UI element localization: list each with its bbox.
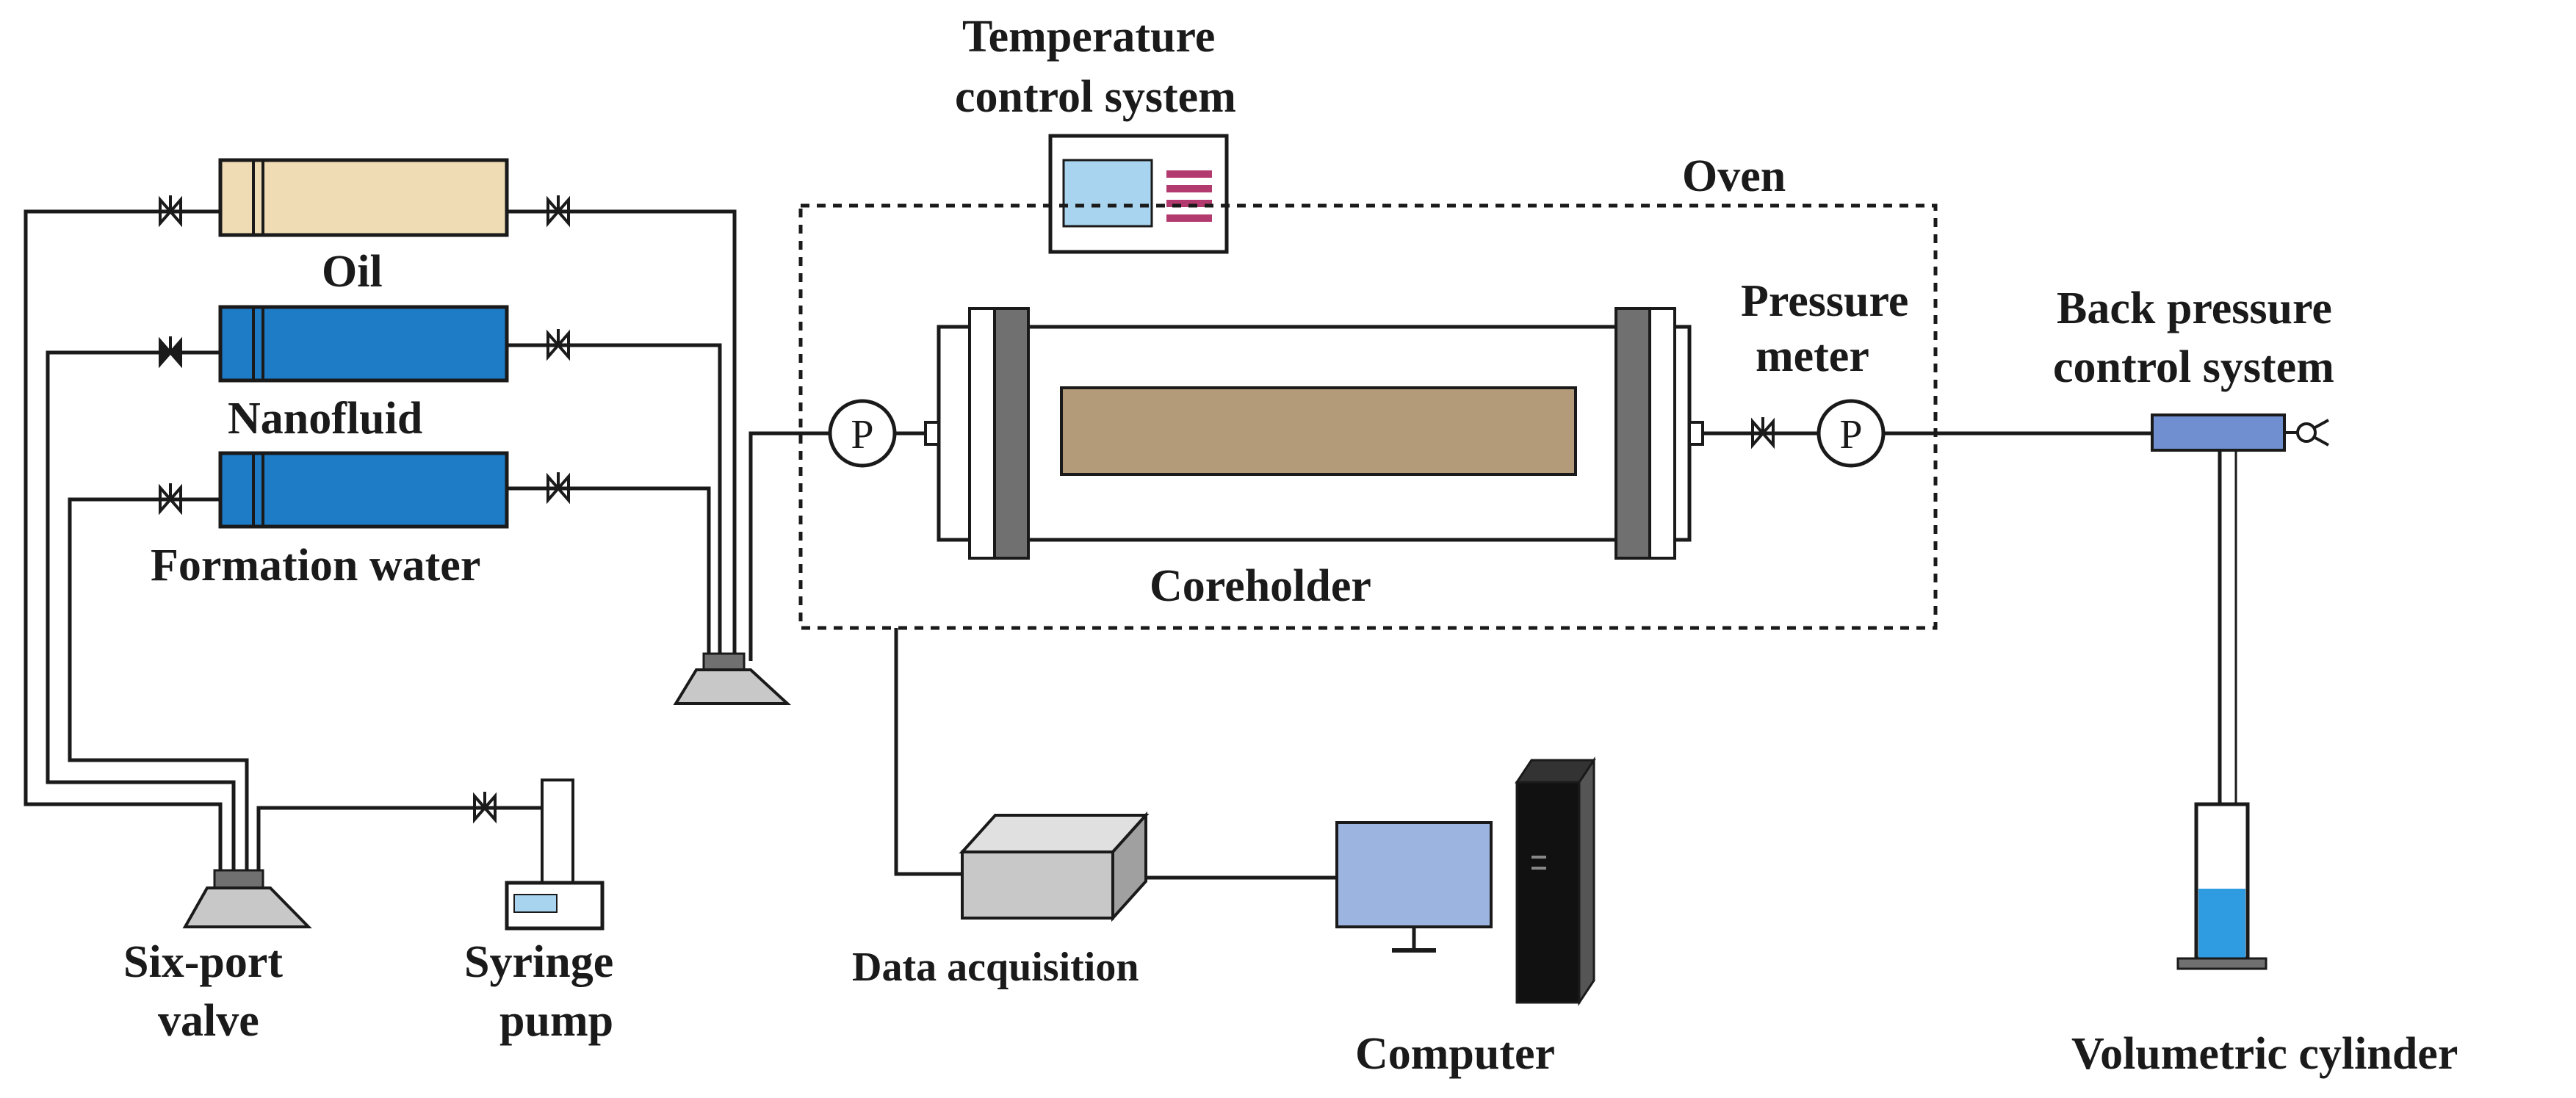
monitor [1335,821,1493,928]
volumetric-cylinder [2176,802,2267,970]
manifold-valve [673,652,792,705]
syringe-label-line1: Syringe [464,937,613,987]
valve-formation-water-outlet [546,472,570,505]
inlet-pressure-gauge: P [828,399,897,468]
data-acquisition-box [959,811,1150,922]
valve-formation-water-inlet [159,483,182,516]
temperature-controller [1048,134,1229,254]
formation-water-cylinder [218,451,509,529]
formation-water-label: Formation water [151,541,480,590]
computer-label: Computer [1355,1029,1555,1079]
temperature-label-line2: control system [955,72,1236,122]
syringe-pump [505,779,605,931]
six-port-label-line1: Six-port [123,937,283,987]
valve-syringe-pump [473,792,497,824]
valve-nanofluid-inlet [159,336,182,369]
back-pressure-label-line1: Back pressure [2057,283,2332,333]
nanofluid-label: Nanofluid [228,394,422,444]
valve-oil-inlet [159,195,182,228]
oil-label: Oil [322,247,383,297]
nanofluid-cylinder [218,305,509,383]
valve-outlet [1751,417,1775,449]
six-port-valve [182,869,312,928]
oven-label: Oven [1682,151,1786,201]
pressure-meter-label-line1: Pressure [1741,276,1908,326]
oven-boundary [798,203,1938,630]
inlet-gauge-symbol: P [851,412,873,458]
data-acquisition-label: Data acquisition [852,945,1139,990]
syringe-label-line2: pump [499,996,613,1046]
computer-tower [1515,756,1596,1006]
outlet-gauge-symbol: P [1839,412,1862,458]
coreholder-label: Coreholder [1150,561,1371,611]
valves [159,195,570,824]
six-port-label-line2: valve [158,996,259,1046]
oil-cylinder [218,158,509,237]
back-pressure-label-line2: control system [2053,342,2334,392]
volumetric-cylinder-label: Volumetric cylinder [2071,1029,2458,1079]
pressure-meter-label-line2: meter [1756,331,1869,381]
coreholder [924,307,1704,560]
temperature-label-line1: Temperature [962,12,1215,62]
valve-nanofluid-outlet [546,329,570,361]
back-pressure-regulator [2151,413,2329,452]
inlet-pipes [24,209,829,870]
computer [1335,756,1596,1006]
valve-oil-outlet [546,195,570,228]
outlet-pressure-gauge: P [1816,399,1886,468]
